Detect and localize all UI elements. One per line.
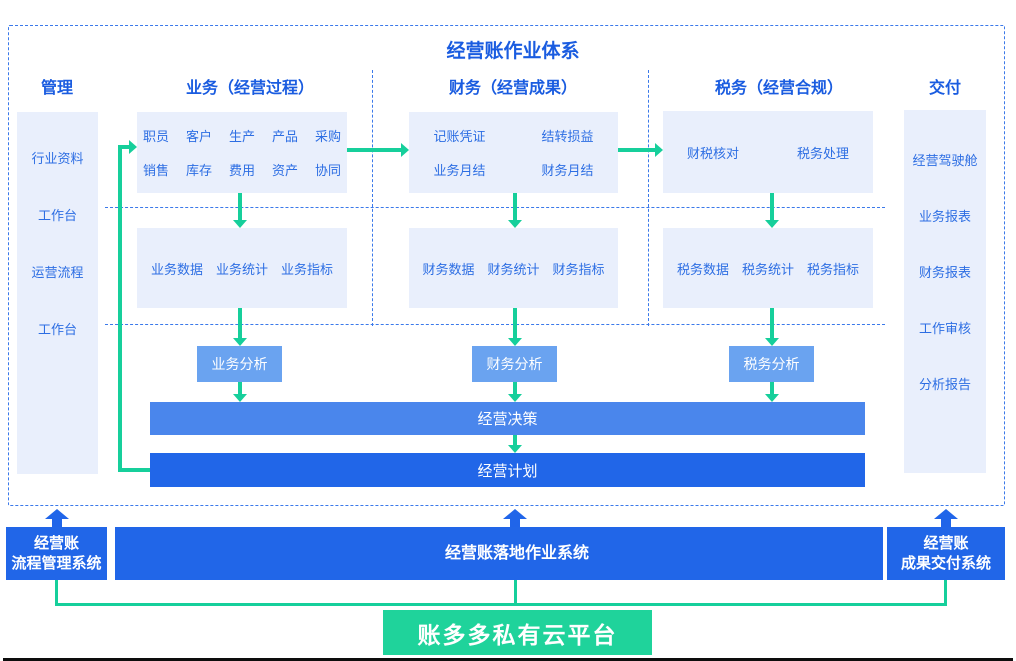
- operation-system-label: 经营账落地作业系统: [444, 544, 589, 562]
- divider-row2-row3: [105, 324, 885, 325]
- finance-data-item: 财务统计: [487, 261, 540, 277]
- finance-item: 结转损益: [541, 129, 594, 144]
- delivery-system-line2: 成果交付系统: [900, 554, 991, 572]
- tax-analysis-box: 税务分析: [729, 346, 814, 382]
- business-analysis-box: 业务分析: [197, 346, 282, 382]
- column-header-tax: 税务（经营合规）: [714, 80, 844, 97]
- business-analysis-label: 业务分析: [211, 356, 268, 372]
- column-header-manage: 管理: [40, 80, 74, 97]
- arrow-finance-data-to-analysis: [508, 308, 522, 346]
- delivery-item: 分析报告: [918, 377, 971, 392]
- process-management-system-box: 经营账 流程管理系统: [6, 527, 107, 580]
- arrow-finance-analysis-to-decision: [508, 382, 522, 402]
- connector-horizontal: [55, 603, 947, 606]
- delivery-item: 经营驾驶舱: [912, 153, 978, 168]
- feedback-loop-arrow: [118, 140, 137, 154]
- finance-process-box: 记账凭证 结转损益 业务月结 财务月结: [409, 112, 618, 193]
- process-item: 客户: [185, 129, 212, 144]
- tax-data-item: 税务指标: [807, 261, 860, 277]
- process-item: 产品: [272, 129, 299, 144]
- decision-bar-label: 经营决策: [477, 411, 538, 428]
- tax-data-box: 税务数据 税务统计 税务指标: [663, 228, 873, 308]
- business-data-box: 业务数据 业务统计 业务指标: [137, 228, 347, 308]
- process-item: 采购: [315, 129, 342, 144]
- business-data-item: 业务统计: [215, 261, 268, 277]
- arrow-business-to-finance: [347, 143, 409, 157]
- column-header-delivery: 交付: [928, 80, 962, 97]
- process-item: 销售: [142, 163, 169, 178]
- feedback-loop-vertical-segment: [118, 145, 122, 472]
- process-item: 库存: [185, 163, 212, 178]
- delivery-item: 财务报表: [918, 265, 971, 280]
- connector-middle-system: [514, 580, 517, 606]
- delivery-item: 业务报表: [918, 209, 971, 224]
- arrow-up-operation-system: [503, 509, 527, 527]
- manage-item: 工作台: [37, 208, 77, 223]
- finance-item: 业务月结: [433, 163, 486, 178]
- finance-data-box: 财务数据 财务统计 财务指标: [409, 228, 618, 308]
- delivery-system-box: 经营账 成果交付系统: [887, 527, 1005, 580]
- business-data-item: 业务指标: [281, 261, 334, 277]
- delivery-system-line1: 经营账: [923, 534, 969, 552]
- finance-item: 财务月结: [541, 163, 594, 178]
- platform-box: 账多多私有云平台: [383, 610, 652, 655]
- divider-business-finance: [372, 70, 373, 326]
- finance-data-item: 财务指标: [552, 261, 605, 277]
- manage-item: 行业资料: [31, 151, 84, 166]
- arrow-up-process-system: [45, 509, 69, 527]
- finance-data-item: 财务数据: [422, 261, 475, 277]
- tax-data-item: 税务统计: [741, 261, 794, 277]
- arrow-business-analysis-to-decision: [233, 382, 247, 402]
- process-item: 职员: [142, 129, 169, 144]
- arrow-business-data-to-analysis: [233, 308, 247, 346]
- connector-left-system: [55, 580, 58, 606]
- arrow-tax-analysis-to-decision: [765, 382, 779, 402]
- arrow-business-process-to-data: [233, 193, 247, 228]
- manage-panel: 行业资料 工作台 运营流程 工作台: [17, 112, 98, 474]
- column-header-finance: 财务（经营成果）: [448, 80, 578, 97]
- arrow-up-delivery-system: [934, 509, 958, 527]
- tax-item: 税务处理: [797, 145, 850, 161]
- process-item: 费用: [228, 163, 255, 178]
- manage-item: 运营流程: [31, 265, 84, 280]
- process-management-system-line2: 流程管理系统: [11, 554, 102, 572]
- arrow-tax-data-to-analysis: [765, 308, 779, 346]
- finance-item: 记账凭证: [433, 129, 486, 144]
- connector-right-system: [944, 580, 947, 606]
- decision-bar: 经营决策: [150, 402, 865, 435]
- finance-analysis-label: 财务分析: [486, 356, 543, 372]
- platform-label: 账多多私有云平台: [417, 621, 618, 648]
- divider-finance-tax: [648, 70, 649, 326]
- process-item: 协同: [315, 163, 342, 178]
- delivery-panel: 经营驾驶舱 业务报表 财务报表 工作审核 分析报告: [904, 110, 986, 473]
- manage-item: 工作台: [37, 322, 77, 337]
- column-header-business: 业务（经营过程）: [185, 80, 315, 97]
- business-data-item: 业务数据: [150, 261, 203, 277]
- business-process-box: 职员 客户 生产 产品 采购 销售 库存 费用 资产 协同: [137, 112, 347, 193]
- tax-analysis-label: 税务分析: [743, 356, 800, 372]
- arrow-finance-process-to-data: [508, 193, 522, 228]
- operation-system-box: 经营账落地作业系统: [115, 527, 883, 580]
- outer-dashed-frame: [8, 25, 1005, 506]
- tax-data-item: 税务数据: [676, 261, 729, 277]
- diagram-title: 经营账作业体系: [446, 41, 580, 62]
- delivery-item: 工作审核: [918, 321, 971, 336]
- arrow-finance-to-tax: [618, 143, 663, 157]
- process-management-system-line1: 经营账: [33, 534, 79, 552]
- tax-process-box: 财税核对 税务处理: [663, 111, 873, 193]
- arrow-tax-process-to-data: [765, 193, 779, 228]
- plan-bar-label: 经营计划: [477, 462, 538, 480]
- process-item: 生产: [228, 129, 255, 144]
- process-item: 资产: [272, 163, 299, 178]
- tax-item: 财税核对: [686, 145, 739, 161]
- plan-bar: 经营计划: [150, 453, 865, 487]
- divider-row1-row2: [105, 207, 885, 208]
- finance-analysis-box: 财务分析: [472, 346, 557, 382]
- feedback-loop-bottom-segment: [118, 468, 150, 472]
- bottom-black-bar: [3, 658, 1013, 661]
- arrow-decision-to-plan: [508, 435, 522, 453]
